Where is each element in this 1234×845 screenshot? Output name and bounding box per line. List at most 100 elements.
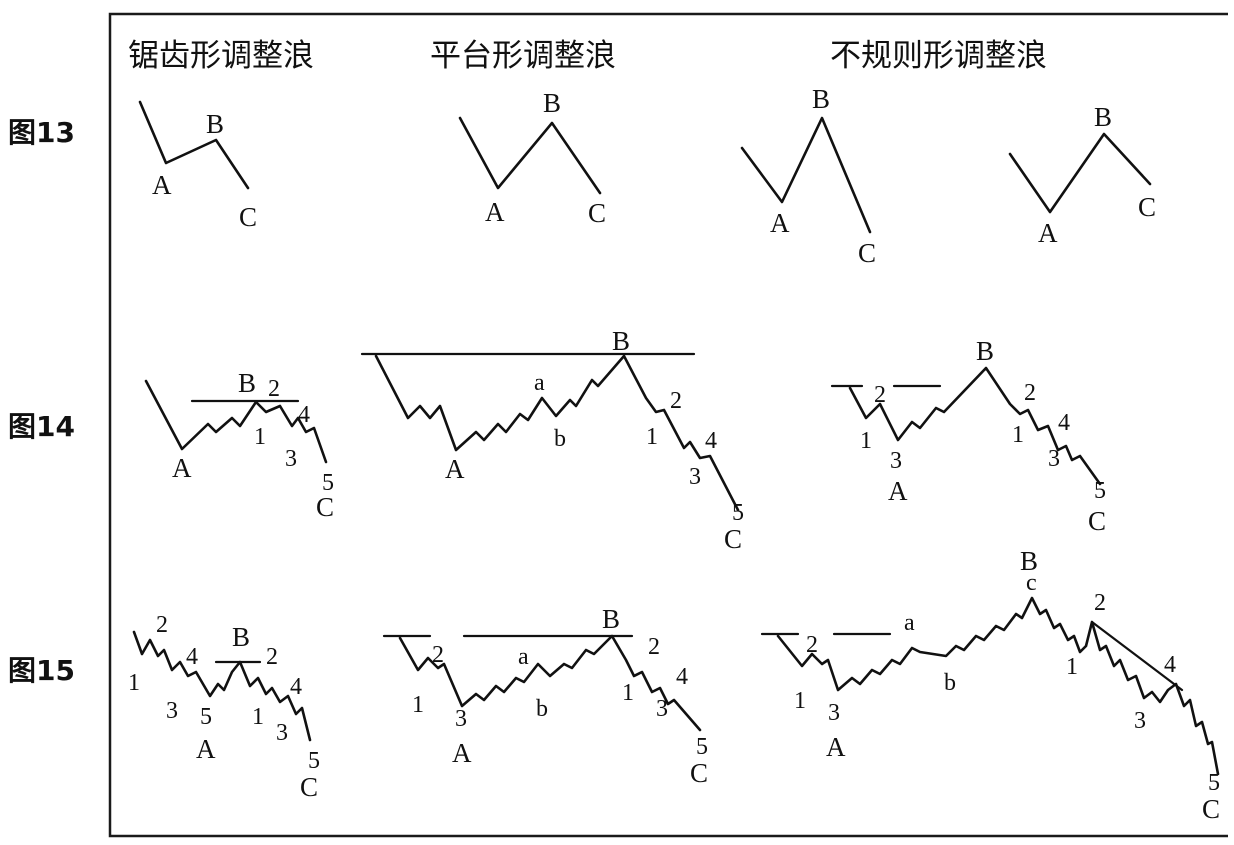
wave-label-c: C [239,202,257,232]
wave-label-4b: 4 [676,664,688,690]
wave-label-sub-a: a [534,370,545,396]
wave-label-3b: 3 [1134,708,1146,734]
fig15-zigzag: 1 2 3 4 5 A B 1 2 3 4 5 C [128,612,320,802]
wave-label-2: 2 [268,376,280,402]
wave-label-a: A [172,453,192,483]
wave-label-5b: 5 [308,748,320,774]
wave-label-b: B [812,84,830,114]
wave-line [848,366,1102,486]
row-label-13: 图13 [8,116,75,149]
wave-label-b: B [232,622,250,652]
wave-label-a: A [888,476,908,506]
wave-label-1: 1 [646,424,658,450]
fig14-zigzag: A B 1 2 3 4 5 C [144,368,334,522]
wave-label-3: 3 [689,464,701,490]
wave-label-5: 5 [200,704,212,730]
fig15-irregular: 1 2 3 A a b B c 1 2 3 4 5 C [760,546,1220,824]
wave-label-3: 3 [455,706,467,732]
wave-label-4: 4 [705,428,717,454]
wave-label-c: C [858,238,876,268]
wave-label-sub-b: b [944,670,956,696]
wave-label-sub-b: b [536,696,548,722]
wave-label-1: 1 [860,428,872,454]
wave-label-a: A [826,732,846,762]
channel-line [1090,620,1184,692]
wave-line [374,354,740,512]
wave-label-1: 1 [412,692,424,718]
wave-label-c: C [1138,192,1156,222]
fig13-flat: A B C [458,88,606,228]
wave-label-c: C [1088,506,1106,536]
wave-label-b: B [602,604,620,634]
wave-label-c: C [316,492,334,522]
row-label-14: 图14 [8,410,75,443]
wave-label-1: 1 [254,424,266,450]
wave-label-2: 2 [670,388,682,414]
wave-line [458,116,602,195]
wave-line [1008,132,1152,214]
fig14-flat: A a b B 1 2 3 4 5 C [360,326,744,554]
wave-label-b: B [1094,102,1112,132]
heading-irregular: 不规则形调整浪 [830,38,1047,74]
wave-label-2: 2 [874,382,886,408]
wave-label-1b: 1 [1012,422,1024,448]
wave-label-sub-c: c [1026,570,1037,596]
wave-label-3: 3 [890,448,902,474]
wave-label-4b: 4 [1164,652,1176,678]
wave-label-sub-a: a [518,644,529,670]
wave-label-3: 3 [166,698,178,724]
wave-label-4: 4 [298,402,310,428]
wave-label-2: 2 [806,632,818,658]
wave-line [144,379,328,464]
wave-label-b: B [238,368,256,398]
heading-flat: 平台形调整浪 [430,38,616,74]
wave-label-3b: 3 [1048,446,1060,472]
wave-label-b: B [976,336,994,366]
wave-label-2b: 2 [648,634,660,660]
fig13-irregular-2: A B C [1008,102,1156,248]
wave-label-a: A [196,734,216,764]
wave-line [132,630,312,742]
wave-label-c: C [690,758,708,788]
wave-label-2: 2 [432,642,444,668]
wave-label-c: C [724,524,742,554]
wave-line [138,100,250,190]
wave-label-sub-a: a [904,610,915,636]
wave-label-a: A [152,170,172,200]
wave-label-3: 3 [828,700,840,726]
wave-label-b: B [1020,546,1038,576]
wave-label-3: 3 [285,446,297,472]
wave-label-b: B [612,326,630,356]
wave-label-2b: 2 [1094,590,1106,616]
wave-label-4: 4 [186,644,198,670]
wave-label-a: A [485,197,505,227]
wave-label-5: 5 [1208,770,1220,796]
wave-label-a: A [1038,218,1058,248]
fig14-irregular: 1 2 3 A B 1 2 3 4 5 C [830,336,1106,536]
wave-label-sub-b: b [554,426,566,452]
wave-label-b: B [543,88,561,118]
row-label-15: 图15 [8,654,75,687]
fig15-flat: 1 2 3 A a b B 1 2 3 4 5 C [382,604,708,788]
wave-line [740,116,872,234]
wave-label-4b: 4 [290,674,302,700]
wave-label-2b: 2 [266,644,278,670]
wave-label-a: A [770,208,790,238]
wave-label-1: 1 [794,688,806,714]
wave-label-c: C [300,772,318,802]
wave-label-4b: 4 [1058,410,1070,436]
wave-label-1b: 1 [1066,654,1078,680]
wave-label-c: C [1202,794,1220,824]
wave-label-5: 5 [696,734,708,760]
wave-label-2: 2 [156,612,168,638]
wave-line [398,634,702,732]
wave-label-5: 5 [1094,478,1106,504]
wave-label-1: 1 [128,670,140,696]
wave-line [776,596,1220,776]
diagram-frame [108,12,1228,838]
heading-zigzag: 锯齿形调整浪 [128,38,314,74]
wave-label-1b: 1 [622,680,634,706]
wave-label-5: 5 [322,470,334,496]
fig13-irregular-1: A B C [740,84,876,268]
